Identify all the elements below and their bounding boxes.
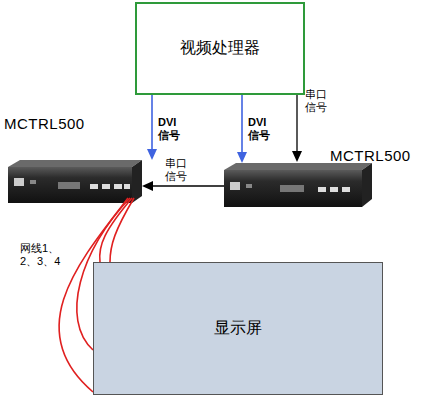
signal-label: DVI 信号 [158, 116, 184, 141]
network-cable [110, 198, 134, 262]
signal-label: DVI 信号 [248, 116, 274, 141]
signal-label: 串口 信号 [305, 88, 331, 113]
node-label: 视频处理器 [180, 38, 260, 59]
signal-label: 串口 信号 [165, 157, 191, 182]
signal-arrow [142, 181, 224, 191]
controller-device [224, 163, 372, 207]
controller-node: MCTRL500 [8, 160, 142, 203]
network-cable [100, 198, 132, 262]
device-name: MCTRL500 [330, 147, 411, 164]
device-name: MCTRL500 [4, 115, 85, 132]
signal-arrow [147, 95, 157, 160]
cable-label: 网线1、 2、3、4 [20, 242, 72, 267]
display-screen: 显示屏 [93, 262, 383, 395]
controller-node: MCTRL500 [224, 163, 372, 207]
node-label: 显示屏 [214, 318, 262, 339]
controller-device [8, 160, 142, 203]
processor-box: 视频处理器 [135, 2, 305, 95]
signal-arrow [237, 95, 247, 163]
